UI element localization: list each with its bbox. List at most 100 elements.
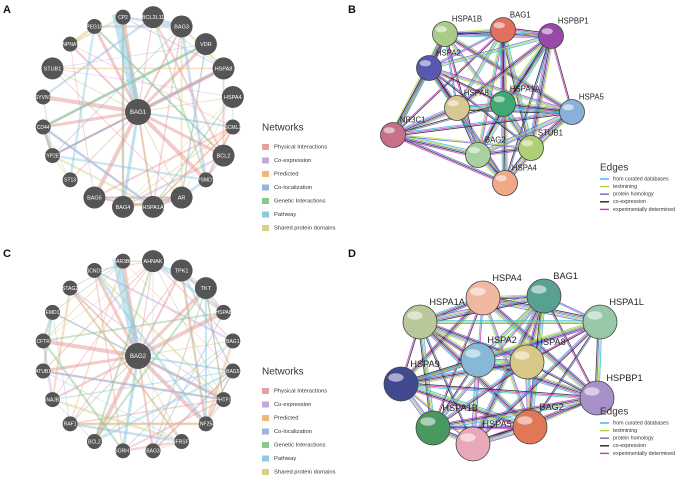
node-highlight xyxy=(435,26,447,33)
node-highlight xyxy=(447,100,459,107)
gene-node-vdr xyxy=(194,33,217,56)
network-edge xyxy=(433,362,529,430)
network-edge xyxy=(93,126,234,199)
network-edge xyxy=(429,66,573,112)
network-edge xyxy=(42,339,139,358)
network-edge xyxy=(428,35,552,69)
legend-label-from-curated-databases: from curated databases xyxy=(613,176,669,182)
network-edge xyxy=(152,288,207,451)
network-edge xyxy=(137,310,225,358)
gene-node-tnfrsf10 xyxy=(174,434,190,450)
network-edge xyxy=(432,396,597,428)
gene-node-znf254 xyxy=(198,416,214,432)
gene-node-cd44 xyxy=(35,119,51,135)
legend-swatch xyxy=(262,455,269,462)
network-edge xyxy=(137,355,233,373)
gene-label-tnfrsf10: TNFRSF10 xyxy=(169,439,195,445)
gene-label-hspa4: HSPA4 xyxy=(224,95,242,101)
network-edge xyxy=(401,364,528,388)
network-edge xyxy=(112,13,142,113)
gene-node-hspa1a xyxy=(142,195,165,218)
network-edge xyxy=(93,270,124,451)
network-edge xyxy=(52,111,139,157)
network-edge xyxy=(122,398,224,452)
panel-letter: D xyxy=(348,248,356,260)
legend-label-predicted: Predicted xyxy=(274,172,299,178)
network-edge xyxy=(420,320,528,362)
network-edge xyxy=(137,354,225,401)
gene-label-bcl2l11: BCL2L11 xyxy=(142,15,165,21)
protein-label-bag1: BAG1 xyxy=(553,271,578,281)
network-edge xyxy=(137,66,225,114)
gene-label-ar: AR xyxy=(178,195,186,201)
network-edge xyxy=(432,397,598,429)
network-edge xyxy=(52,67,139,113)
network-edge xyxy=(428,29,503,68)
gene-label-znf254: ZNF254 xyxy=(197,422,215,428)
gene-label-atub1: ATUB1 xyxy=(35,369,51,375)
protein-node-hspa9 xyxy=(383,366,419,402)
network-edge xyxy=(136,110,208,182)
network-edge xyxy=(152,16,207,181)
network-edge xyxy=(137,17,154,113)
network-edge xyxy=(121,111,140,208)
protein-node-hspa5 xyxy=(559,99,585,125)
network-edge xyxy=(393,104,504,137)
network-edge xyxy=(152,287,207,451)
network-edge xyxy=(152,16,225,157)
node-highlight xyxy=(531,285,547,294)
network-edge xyxy=(549,36,572,113)
gene-label-cd44: CD44 xyxy=(37,125,50,131)
network-edge xyxy=(444,34,572,113)
protein-label-hspa4: HSPA4 xyxy=(512,164,538,173)
gene-label-hspa8: HSPA8 xyxy=(215,66,233,72)
network-edge xyxy=(433,298,485,429)
network-edge xyxy=(419,322,527,364)
network-edge xyxy=(137,111,155,207)
network-edge xyxy=(93,370,234,443)
protein-label-nr3c1: NR3C1 xyxy=(400,116,426,125)
gene-node-bag3 xyxy=(145,443,161,459)
network-edge xyxy=(152,126,234,208)
gene-label-raf1: RAF1 xyxy=(64,422,77,428)
network-edge xyxy=(477,110,572,155)
network-edges xyxy=(41,257,235,452)
gene-node-bag5 xyxy=(83,186,106,209)
gene-node-emd1 xyxy=(44,304,60,320)
gene-label-cftr: CFTR xyxy=(37,339,51,345)
gene-node-hspa8 xyxy=(216,304,232,320)
network-edge xyxy=(457,36,552,109)
network-edge xyxy=(42,260,154,372)
gene-label-tpk1: TPK1 xyxy=(175,268,189,274)
panel-a: ABCL2L11BAG3VDRHSPA8HSPA4SCML2BCL2PSMD1A… xyxy=(3,4,336,232)
network-edge xyxy=(51,287,72,400)
network-edge xyxy=(42,16,154,98)
network-edge xyxy=(400,384,597,400)
gene-node-stub1 xyxy=(41,57,64,80)
gene-node-phtf1 xyxy=(216,392,232,408)
gene-label-bag3: BAG3 xyxy=(146,449,160,455)
network-edge xyxy=(152,261,224,400)
protein-label-hspa1l: HSPA1L xyxy=(609,297,644,307)
network-edge xyxy=(400,383,598,399)
legend-swatch xyxy=(262,144,269,150)
panel-letter: A xyxy=(3,4,11,16)
legend-swatch xyxy=(262,388,269,394)
node-highlight xyxy=(383,127,395,134)
gene-node-bag4 xyxy=(111,195,134,218)
network-edge xyxy=(392,134,506,184)
protein-node-hspa1a xyxy=(490,91,516,117)
node-highlight xyxy=(493,96,505,103)
gene-node-peg10 xyxy=(86,18,102,34)
network-edge xyxy=(152,260,225,314)
network-edge xyxy=(152,312,225,452)
network-edge xyxy=(42,369,224,401)
node-highlight xyxy=(407,311,423,320)
protein-label-bag1: BAG1 xyxy=(510,11,531,20)
legend-label-from-curated-databases: from curated databases xyxy=(613,420,669,426)
network-edge xyxy=(152,126,234,208)
protein-label-stub1: STUB1 xyxy=(538,129,563,138)
network-edge xyxy=(428,68,572,114)
protein-node-bag1 xyxy=(526,278,562,314)
protein-node-hspa8 xyxy=(444,95,470,121)
